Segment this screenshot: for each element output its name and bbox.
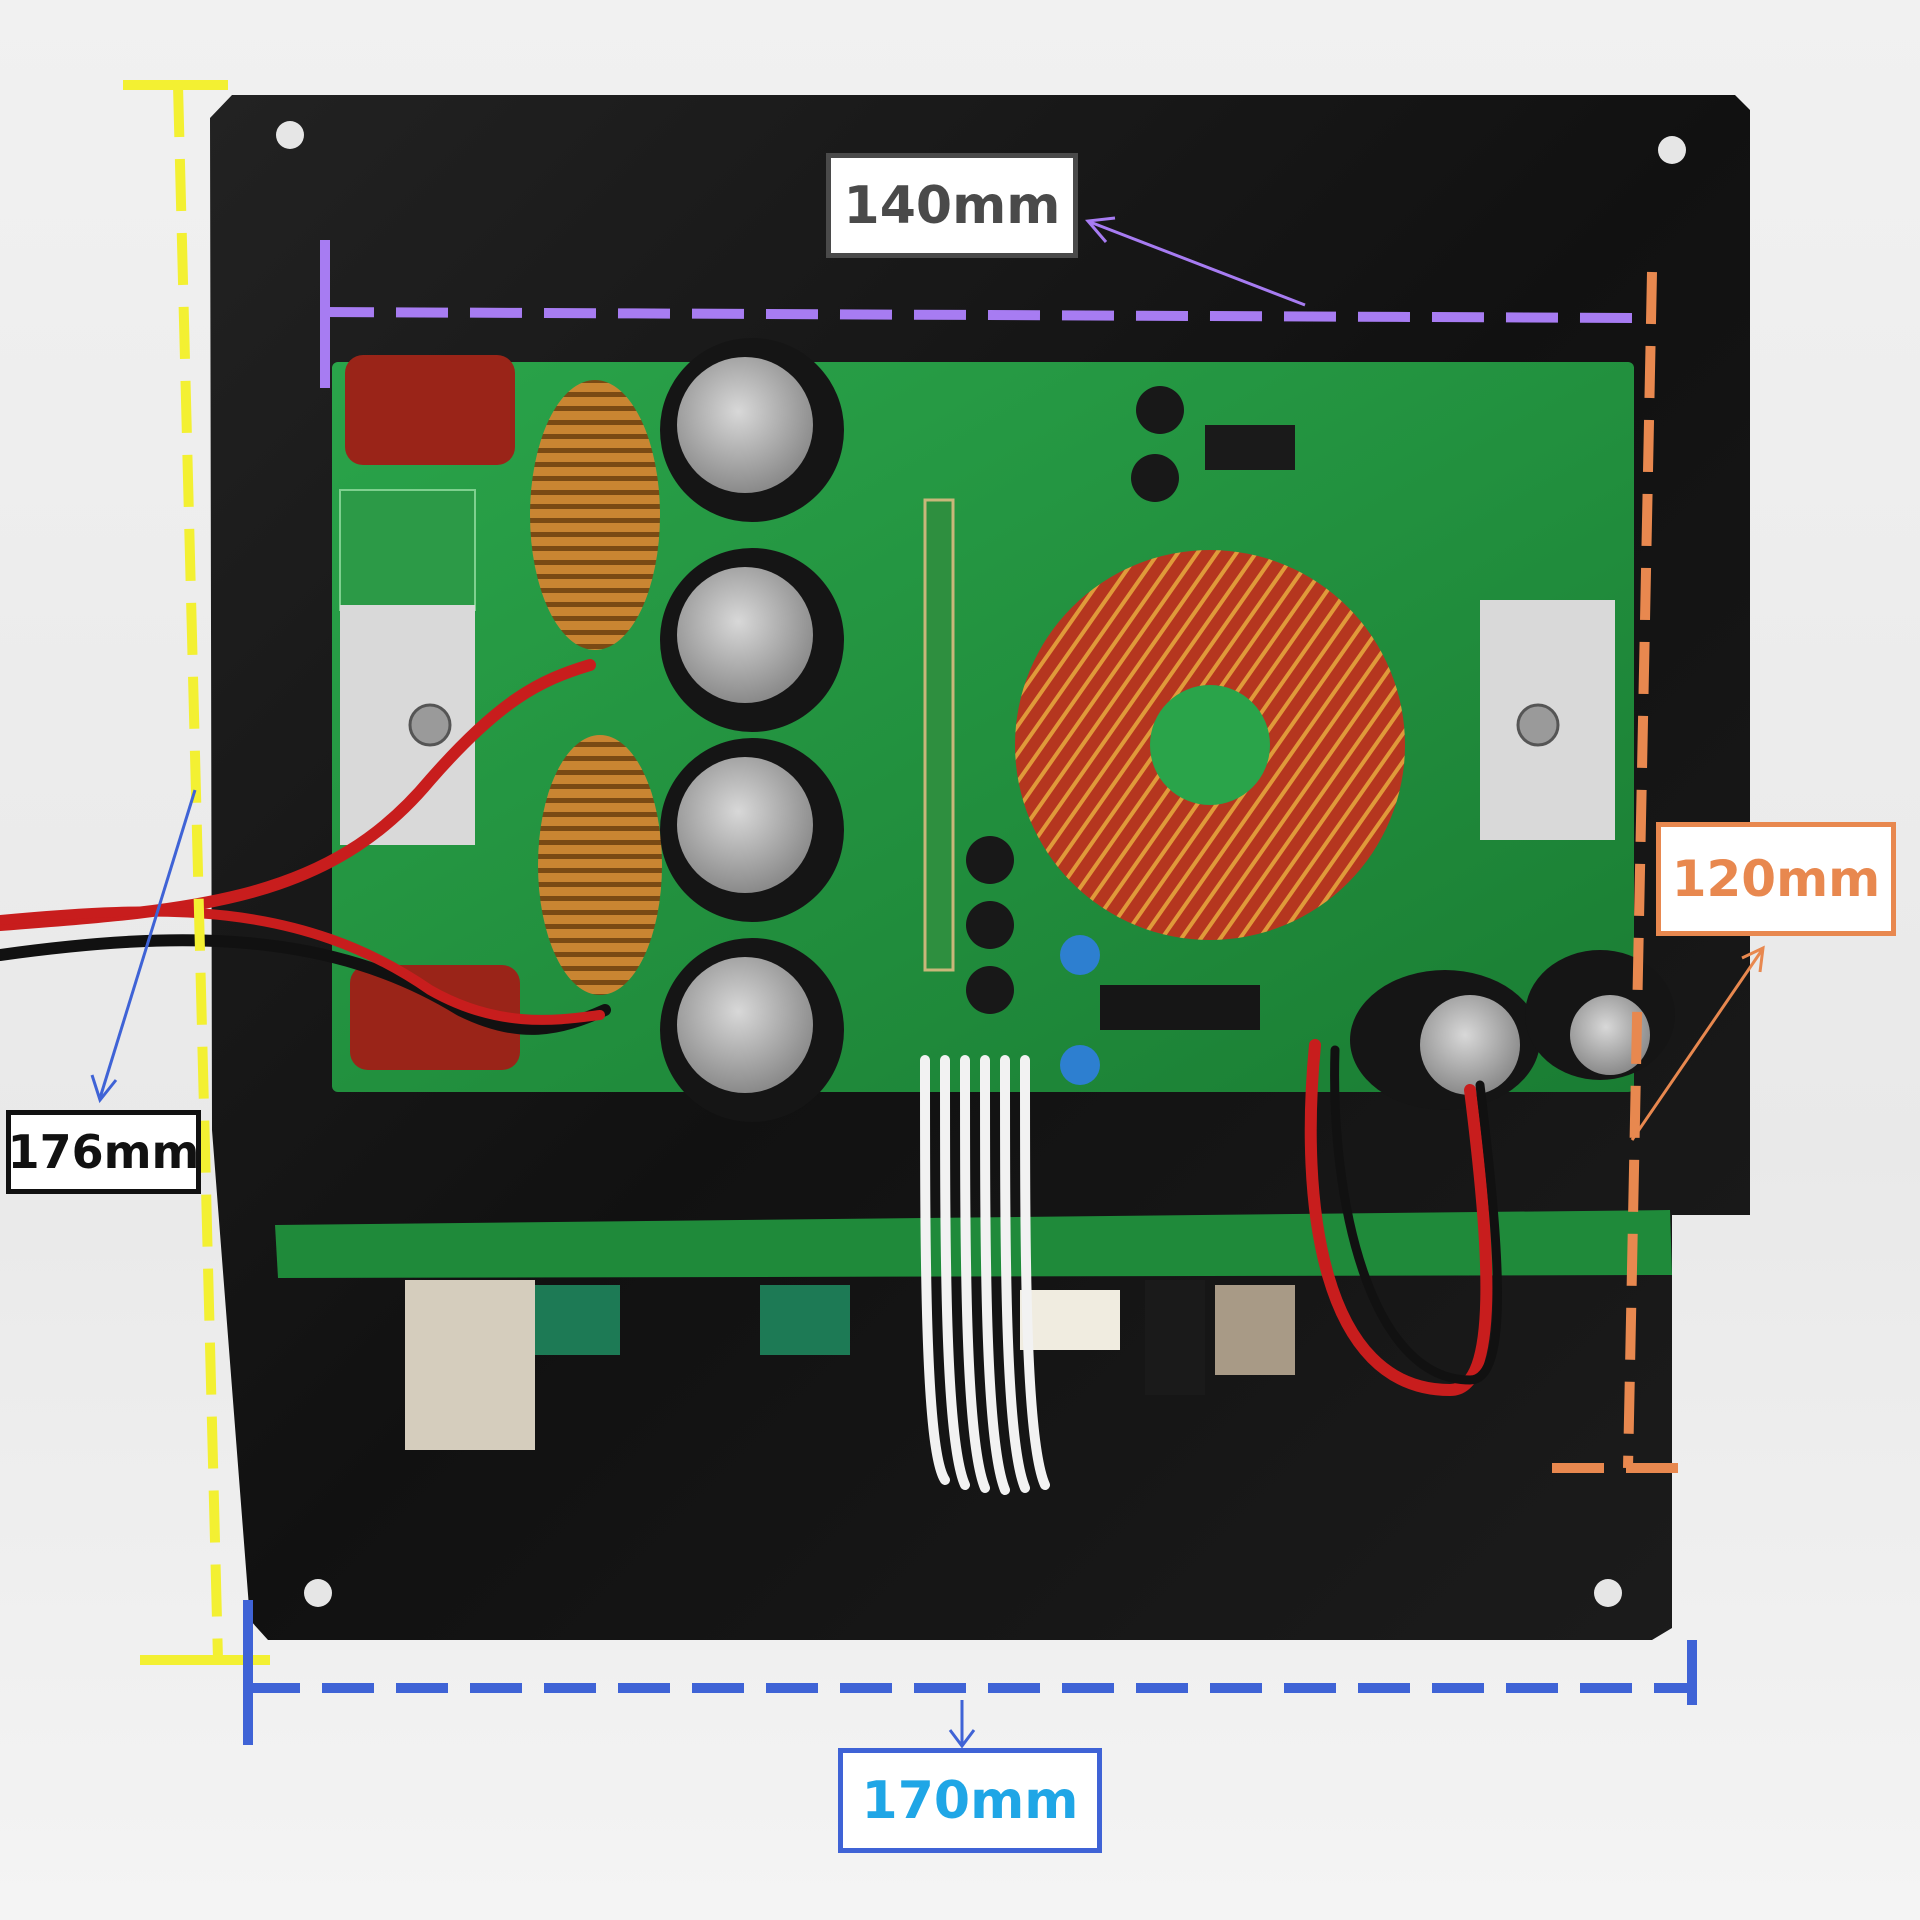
dimension-label-140mm: 140mm <box>826 153 1078 258</box>
mount-hole <box>304 1579 332 1607</box>
arrow-176mm <box>90 789 197 1104</box>
dimension-120mm-lines <box>1552 271 1678 1473</box>
mount-hole <box>276 121 304 149</box>
dimension-label-120mm: 120mm <box>1656 822 1896 936</box>
power-wires <box>0 659 1502 1397</box>
mount-hole <box>1594 1579 1622 1607</box>
screw <box>408 703 452 747</box>
dimension-label-176mm: 176mm <box>6 1110 201 1194</box>
inductor-coil <box>530 380 660 650</box>
film-capacitor <box>345 355 515 465</box>
main-pcb <box>332 338 1675 1122</box>
mount-hole <box>1658 136 1686 164</box>
dimension-lines <box>123 80 1697 1745</box>
arrow-170mm <box>948 1700 976 1749</box>
screw <box>1516 703 1560 747</box>
dimension-170mm-lines <box>243 1600 1697 1745</box>
arrow-140mm <box>1085 216 1306 307</box>
daughter-board <box>923 498 955 972</box>
pointer-arrows <box>90 216 1765 1749</box>
capacitor-column <box>660 338 844 1122</box>
dimension-label-170mm: 170mm <box>838 1748 1102 1853</box>
film-capacitor <box>350 965 520 1070</box>
inductor-coil <box>538 735 662 995</box>
ribbon-cable <box>920 1055 1050 1495</box>
arrow-120mm <box>1630 945 1765 1141</box>
ic-chip <box>1205 425 1295 470</box>
dimension-140mm-lines <box>320 240 1641 388</box>
